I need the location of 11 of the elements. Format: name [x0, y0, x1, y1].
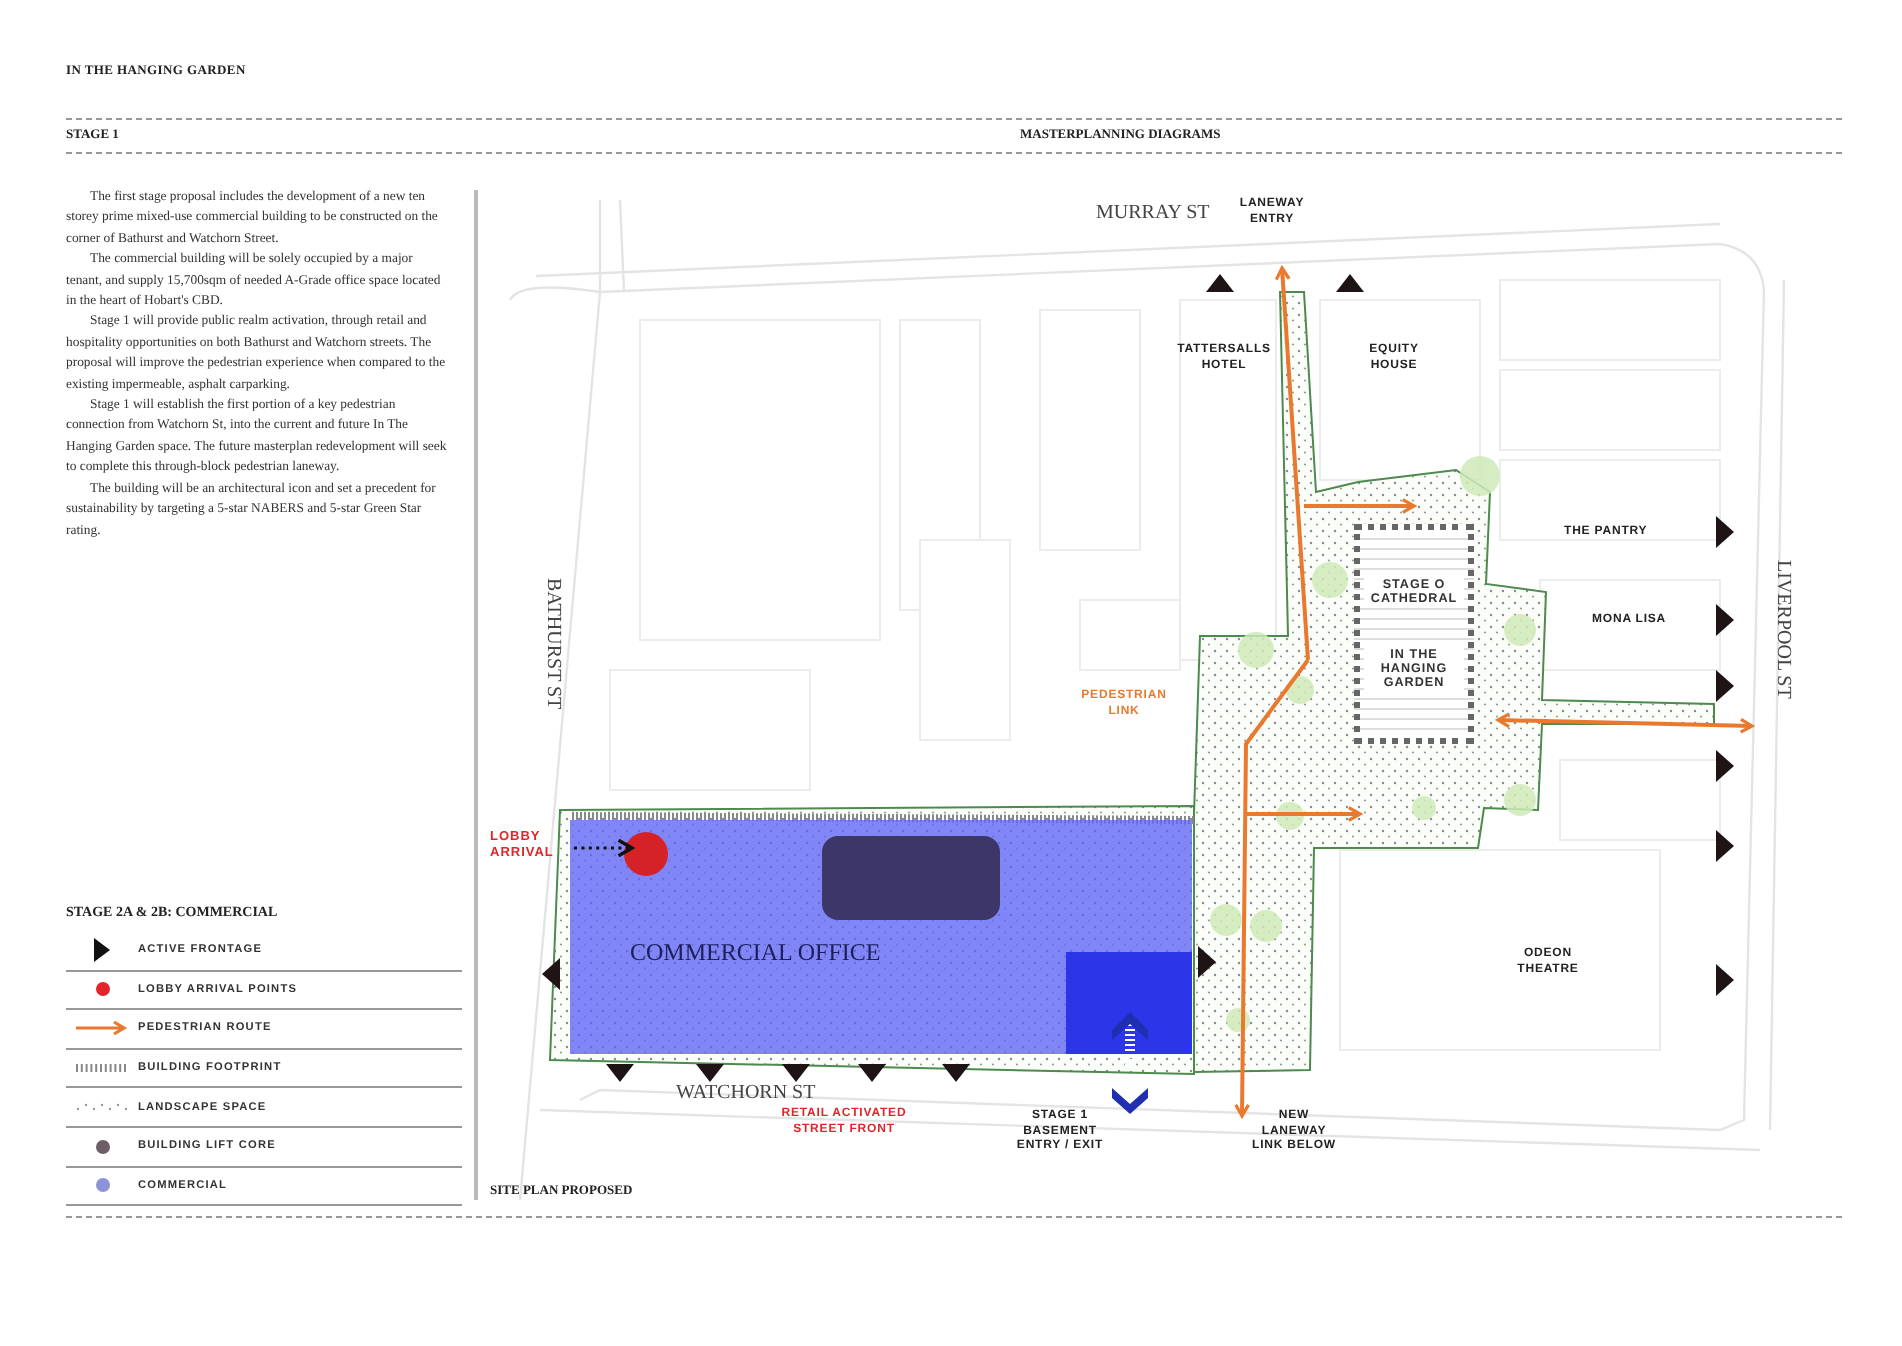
commercial-area — [570, 820, 1192, 1054]
dotted-arrow — [574, 838, 634, 858]
lobby-arrival-point — [624, 832, 668, 876]
basement-ramp-area — [1066, 952, 1192, 1054]
street-name: WATCHORN ST — [676, 1082, 816, 1107]
street-name: LIVERPOOL ST — [1770, 560, 1794, 699]
area-label: COMMERCIAL OFFICE — [630, 940, 881, 967]
building-footprint — [1354, 524, 1474, 744]
lift-core — [822, 836, 1000, 920]
street-name: MURRAY ST — [1096, 202, 1210, 227]
street-name: BATHURST ST — [540, 578, 564, 710]
